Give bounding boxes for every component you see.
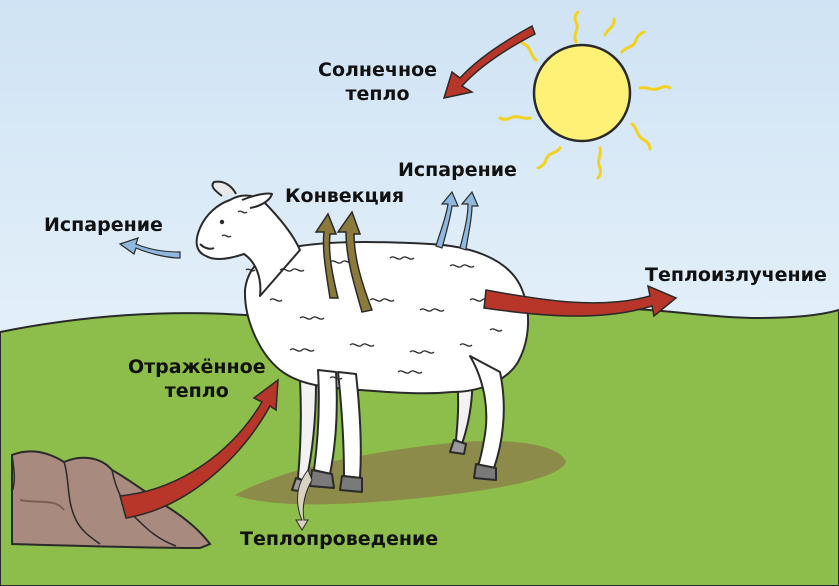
evaporation-head-label: Испарение: [44, 213, 163, 237]
evaporation-back-label: Испарение: [398, 158, 517, 182]
solar-heat-label: Солнечное тепло: [318, 58, 437, 106]
reflected-heat-label-line2: тепло: [128, 379, 266, 403]
solar-heat-label-line2: тепло: [318, 82, 437, 106]
reflected-heat-label-line1: Отражённое: [128, 355, 266, 379]
heat-conduction-label: Теплопроведение: [240, 527, 438, 551]
reflected-heat-label: Отражённое тепло: [128, 355, 266, 403]
heat-radiation-label: Теплоизлучение: [645, 263, 827, 287]
convection-label: Конвекция: [285, 184, 404, 208]
solar-heat-label-line1: Солнечное: [318, 58, 437, 82]
